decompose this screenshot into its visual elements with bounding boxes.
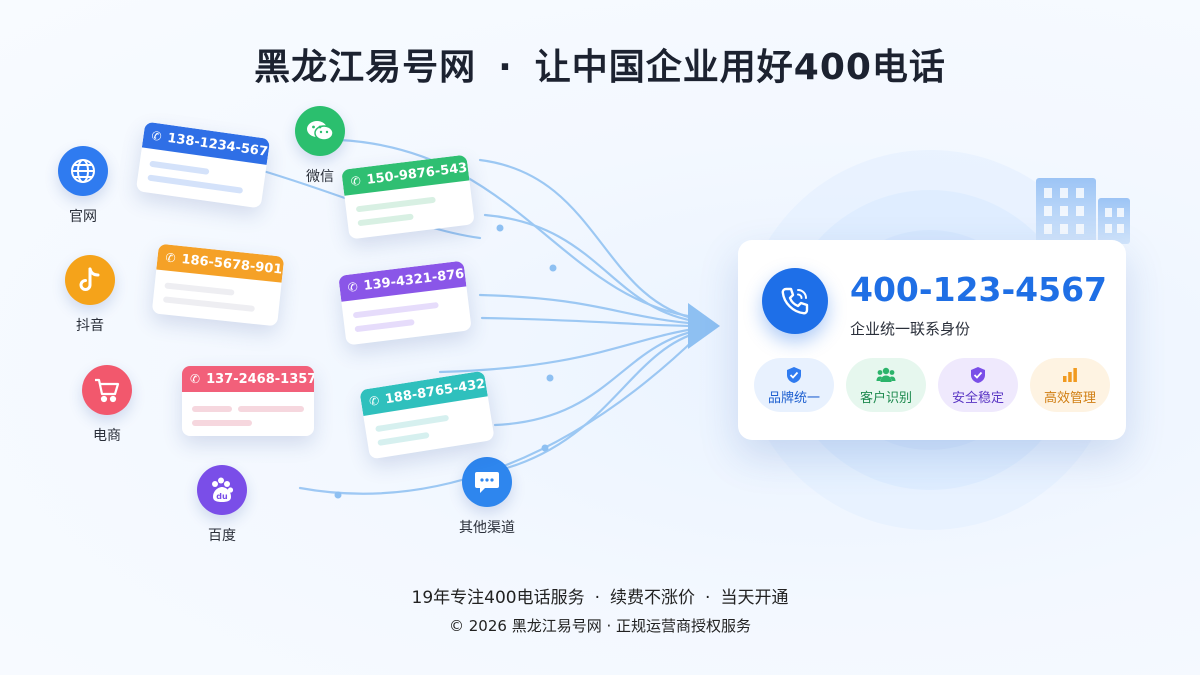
flow-arrow [688, 303, 720, 349]
feature-efficient-mgmt: 高效管理 [1030, 358, 1110, 412]
footer-copyright: © 2026 黑龙江易号网 · 正规运营商授权服务 [448, 617, 752, 635]
title-separator: · [498, 47, 513, 88]
phone-icon: ✆ [164, 250, 177, 266]
highlight-price: 续费不涨价 [610, 588, 696, 608]
feature-label: 品牌统一 [767, 391, 820, 406]
highlight-years: 19年专注400电话服务 [411, 588, 585, 608]
feature-label: 安全稳定 [951, 391, 1004, 406]
channel-label: 抖音 [76, 318, 104, 334]
footer-separator: · [594, 588, 601, 608]
feature-label: 高效管理 [1043, 391, 1096, 406]
main-400-card: 400-123-4567 企业统一联系身份 品牌统一 客户识别 安全稳定 高效管… [738, 240, 1126, 440]
channel-other: 其他渠道 [442, 457, 532, 537]
chat-bubble-icon [462, 457, 512, 507]
card-number: 186-5678-9012 [180, 251, 285, 279]
channel-guanwang: 官网 [38, 146, 128, 226]
phone-card: ✆186-5678-9012 [151, 243, 285, 327]
channel-label: 百度 [208, 528, 236, 544]
douyin-icon [65, 255, 115, 305]
feature-customer-id: 客户识别 [846, 358, 926, 412]
channel-label: 官网 [69, 209, 97, 225]
shield-lock-icon [971, 367, 985, 383]
phone-icon: ✆ [349, 173, 362, 189]
main-subtitle: 企业统一联系身份 [850, 320, 971, 338]
users-icon [876, 367, 896, 382]
baidu-icon: du [197, 465, 247, 515]
cart-icon [82, 365, 132, 415]
channel-label: 其他渠道 [459, 520, 515, 536]
feature-secure-stable: 安全稳定 [938, 358, 1018, 412]
shield-check-icon [787, 367, 801, 383]
phone-icon: ✆ [190, 372, 201, 386]
brand-name: 黑龙江易号网 [254, 47, 477, 88]
channel-douyin: 抖音 [45, 255, 135, 335]
slogan: 让中国企业用好400电话 [534, 47, 946, 88]
channel-label: 微信 [306, 169, 334, 185]
channel-label: 电商 [93, 428, 121, 444]
phone-icon: ✆ [346, 279, 359, 295]
feature-brand-unified: 品牌统一 [754, 358, 834, 412]
svg-text:du: du [216, 492, 228, 501]
phone-card: ✆ 137-2468-1357 [182, 366, 314, 436]
page-title: 黑龙江易号网 · 让中国企业用好400电话 [0, 38, 1200, 90]
card-number: 137-2468-1357 [206, 371, 314, 387]
bar-chart-icon [1063, 368, 1077, 382]
flow-dots [334, 224, 557, 499]
channel-baidu: du 百度 [177, 465, 267, 545]
building-icon [1036, 178, 1130, 244]
phone-icon: ✆ [150, 128, 163, 144]
globe-icon [58, 146, 108, 196]
feature-label: 客户识别 [859, 391, 912, 406]
channel-dianshang: 电商 [62, 365, 152, 445]
highlight-activation: 当天开通 [720, 588, 789, 608]
main-number: 400-123-4567 [850, 270, 1108, 309]
phone-icon: ✆ [368, 393, 381, 409]
wechat-icon [295, 106, 345, 156]
channel-weixin: 微信 [275, 106, 365, 186]
footer-highlights: 19年专注400电话服务 · 续费不涨价 · 当天开通 [0, 583, 1200, 608]
footer-separator: · [705, 588, 711, 608]
phone-call-icon [762, 268, 828, 334]
